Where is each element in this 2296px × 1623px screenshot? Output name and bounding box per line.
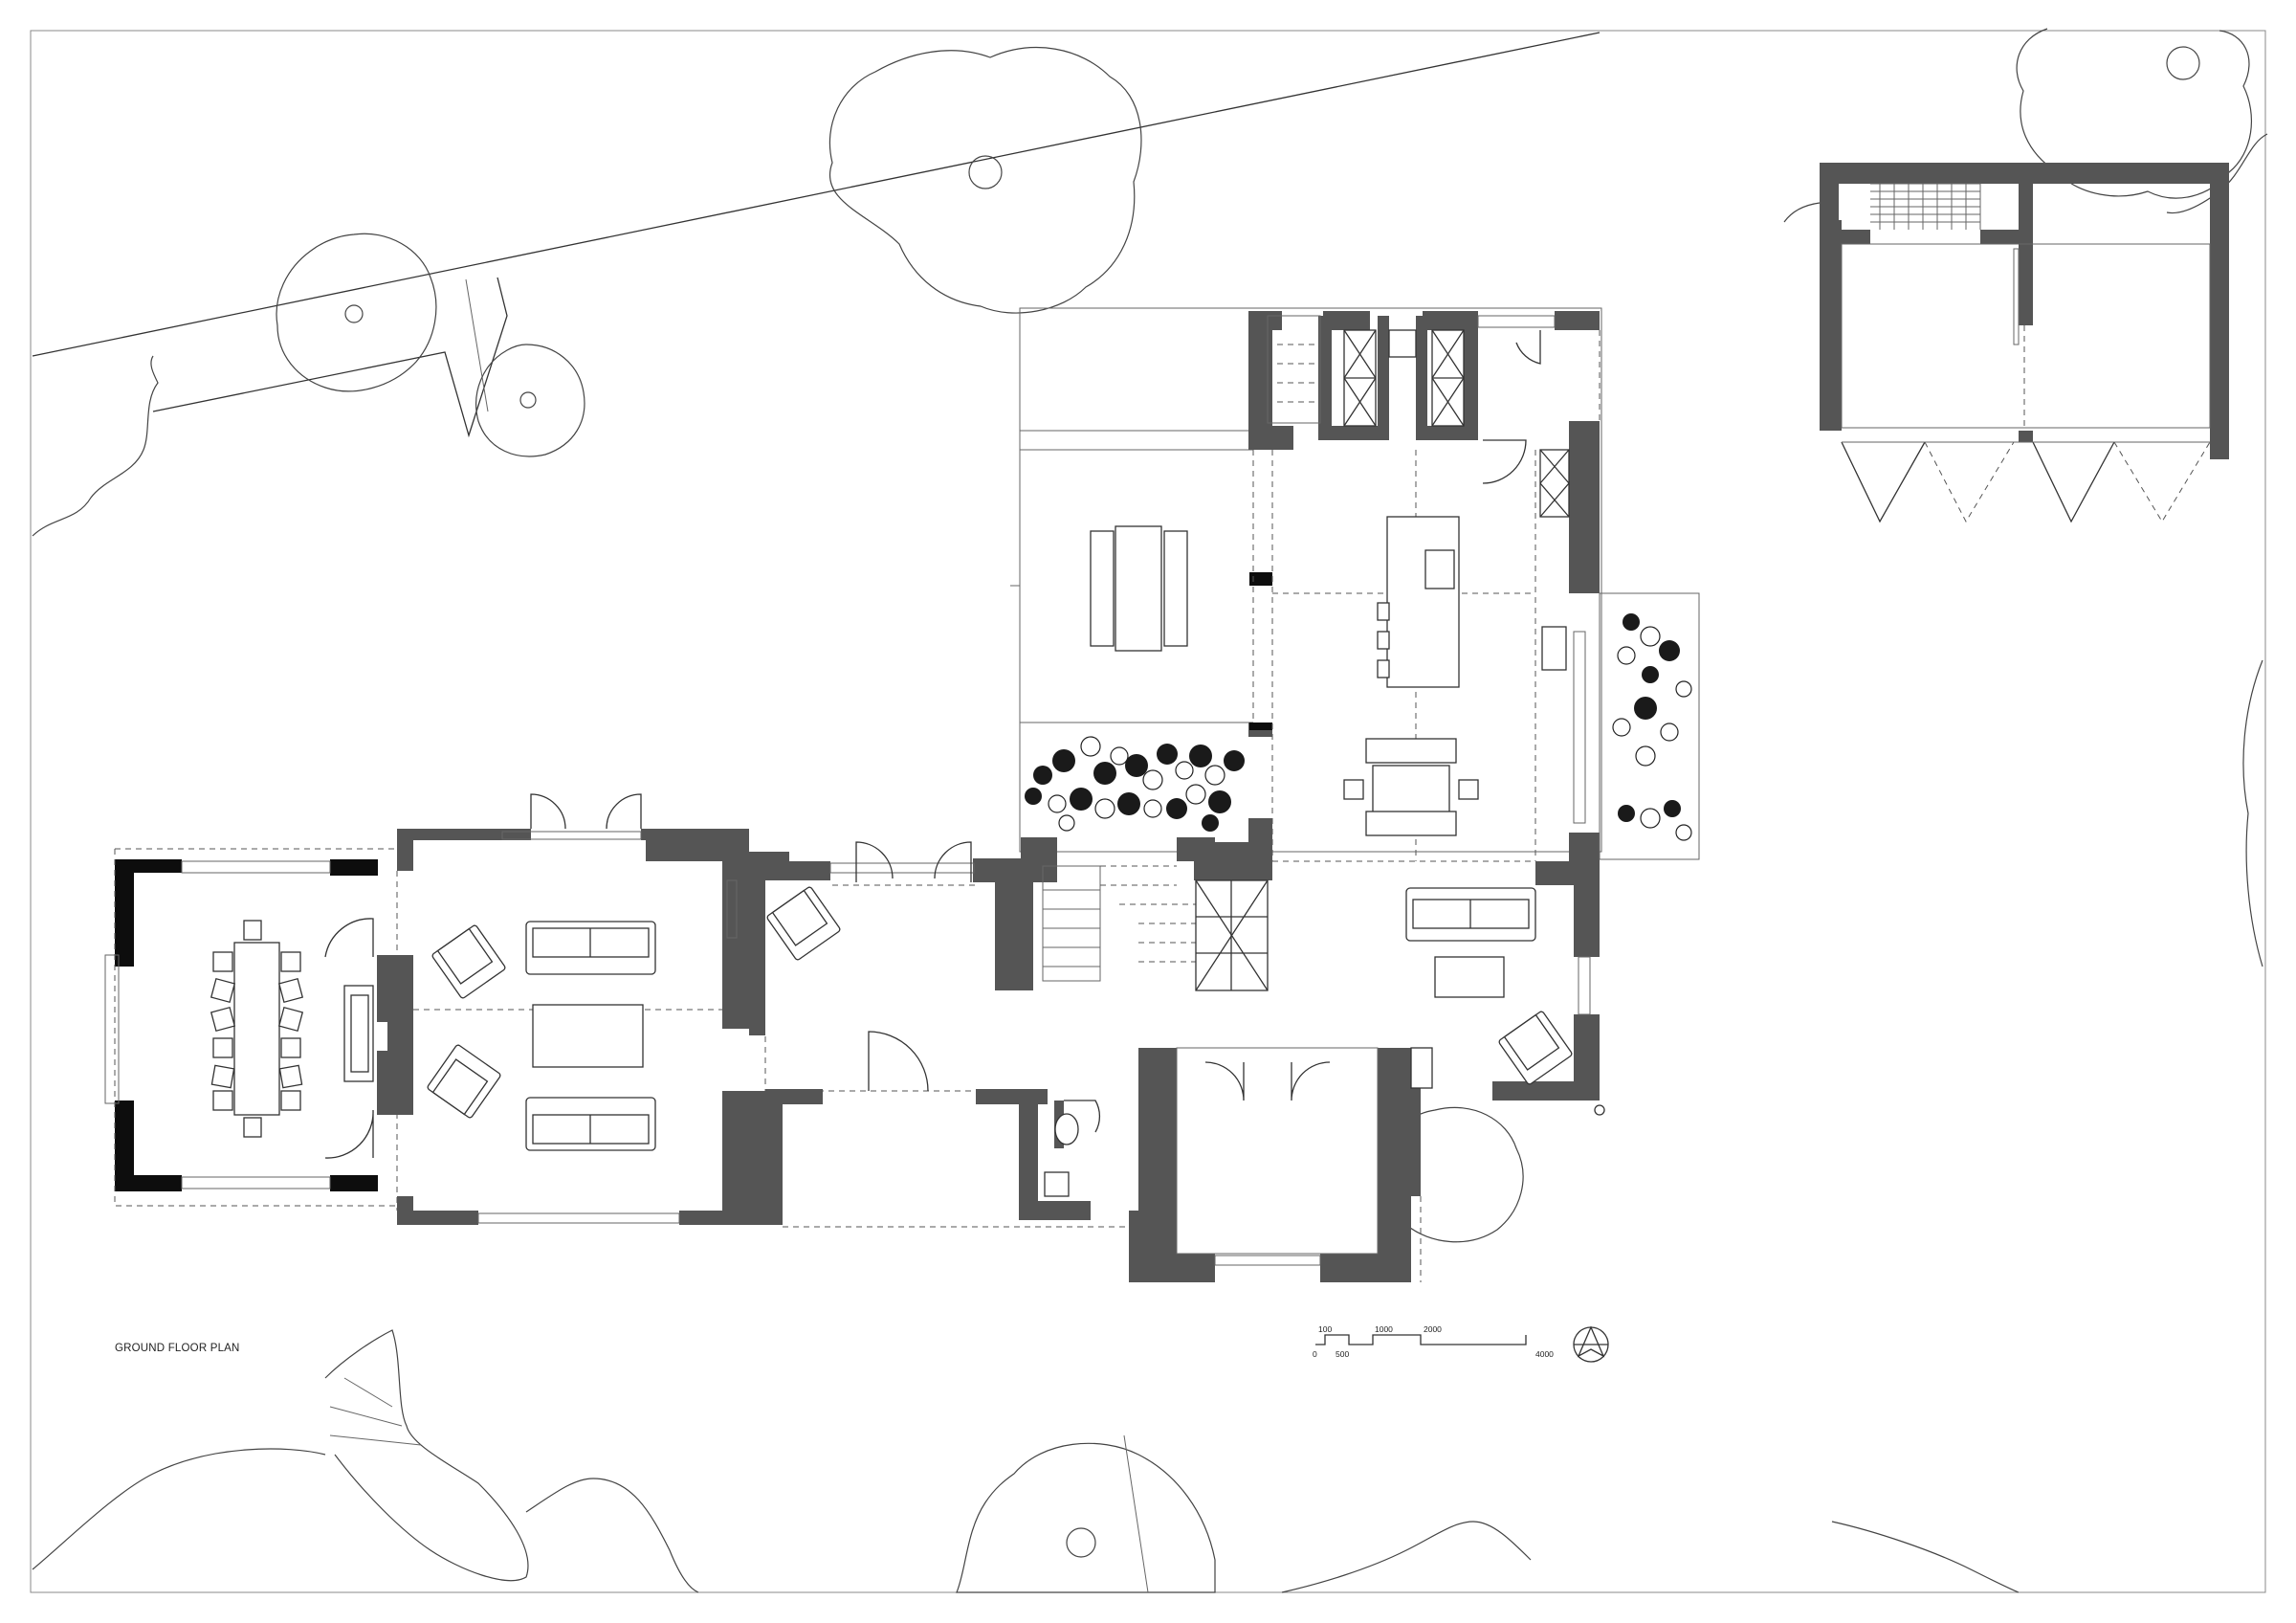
- living-room-furniture: [343, 886, 841, 1151]
- scale-label-100: 100: [1318, 1324, 1332, 1334]
- tree-icon: [2242, 659, 2263, 967]
- tree-icon: [2016, 28, 2253, 199]
- scale-label-0: 0: [1313, 1349, 1317, 1359]
- site-lines: [32, 32, 2268, 537]
- tree-icon: [956, 1434, 1216, 1593]
- plan-title: GROUND FLOOR PLAN: [115, 1343, 240, 1354]
- scale-label-1000: 1000: [1375, 1324, 1393, 1334]
- tree-icon: [276, 233, 437, 392]
- scale-label-2000: 2000: [1424, 1324, 1442, 1334]
- tree-icon: [828, 47, 1142, 314]
- wc-fixtures: [1044, 1113, 1079, 1197]
- garage: [1783, 183, 2211, 523]
- planting-icon: [1025, 736, 1245, 832]
- family-room-furniture: [1405, 887, 1573, 1089]
- level-marker-icon: [1594, 1104, 1605, 1116]
- planting-icon: [1599, 592, 1700, 860]
- dining-table: [210, 920, 304, 1138]
- walls: [377, 163, 2229, 1282]
- black-walls: [115, 572, 1272, 1191]
- tree-icon: [475, 344, 585, 457]
- kitchen-units: [1343, 329, 1570, 688]
- north-arrow-icon: [1573, 1325, 1609, 1363]
- scale-label-4000: 4000: [1535, 1349, 1554, 1359]
- garden-room: [1176, 1047, 1379, 1255]
- windows: [104, 315, 1591, 1266]
- door-swings: [324, 330, 1541, 1159]
- outdoor-dining-table: [1090, 525, 1188, 652]
- scale-label-500: 500: [1336, 1349, 1349, 1359]
- terrace-outline: [1010, 307, 1602, 853]
- scale-bar: 100 1000 2000 0 500 4000: [1313, 1324, 1554, 1359]
- kitchen-dining-table: [1343, 738, 1479, 836]
- landscape-lines: [32, 1329, 2020, 1593]
- staircase: [1042, 315, 1321, 991]
